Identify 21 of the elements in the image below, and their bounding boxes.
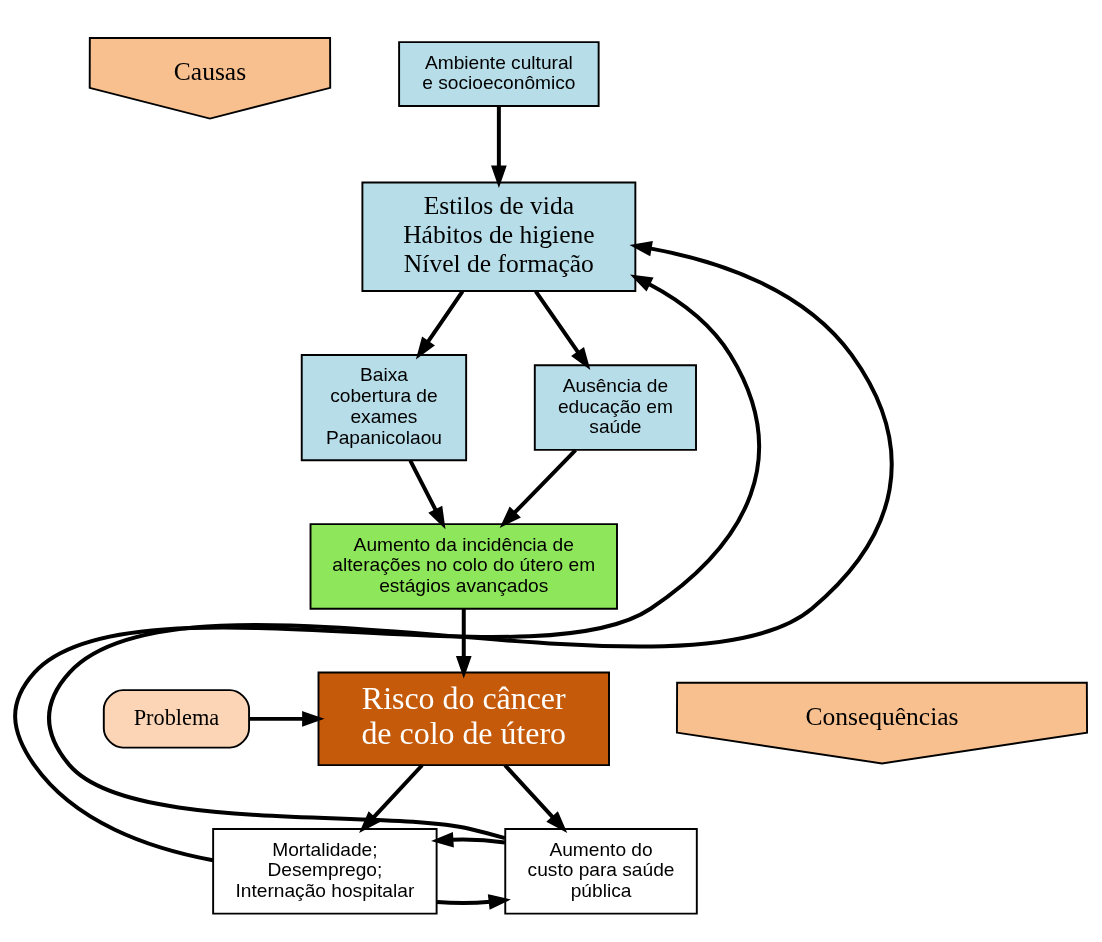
arrow — [534, 289, 591, 370]
arrow — [47, 240, 894, 840]
arrow — [455, 608, 472, 678]
node-box: Risco do câncer de colo de útero — [317, 671, 610, 766]
node-box: Baixa cobertura de exames Papanicolaou — [300, 353, 468, 461]
arrow — [491, 105, 507, 188]
node-box: Problema — [102, 688, 250, 749]
arrow — [436, 893, 511, 910]
arrow — [499, 448, 577, 528]
arrow — [415, 289, 465, 359]
node-box: Ambiente cultural e socioeconômico — [398, 40, 600, 107]
arrow — [431, 831, 506, 848]
node-box: Mortalidade; Desemprego; Internação hospitalar — [212, 827, 438, 915]
node-box: Estilos de vida Hábitos de higiene Nível de formação — [361, 181, 637, 292]
arrow — [503, 763, 568, 833]
arrow — [408, 459, 446, 529]
node-box: Ausência de educação em saúde — [533, 363, 697, 451]
arrow — [13, 274, 761, 862]
node-box: Aumento da incidência de alterações no colo do útero em estágios avançados — [309, 522, 618, 610]
arrow — [249, 710, 325, 727]
node-box: Aumento do custo para saúde pública — [504, 827, 698, 915]
